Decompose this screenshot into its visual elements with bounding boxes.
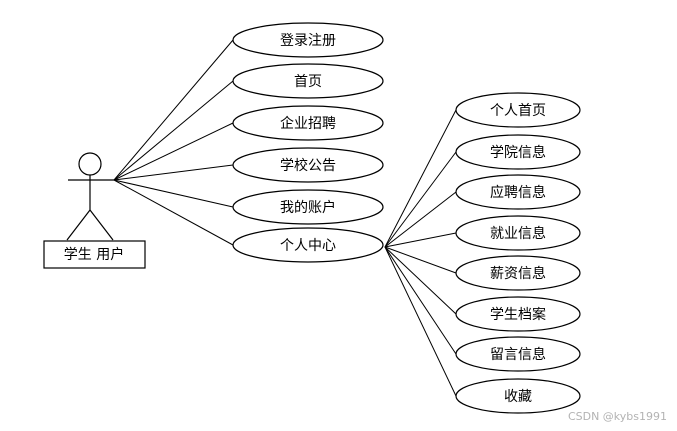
left-use-case-5-ellipse xyxy=(232,189,384,225)
left-use-case-6-label: 个人中心 xyxy=(280,238,336,254)
actor-association-line xyxy=(113,80,234,181)
right-use-case-6: 学生档案 xyxy=(455,296,581,332)
right-use-case-4-label: 就业信息 xyxy=(490,225,546,242)
actor-association-line xyxy=(113,179,234,246)
left-use-case-6-ellipse xyxy=(232,227,384,263)
hub-association-line xyxy=(384,109,457,248)
left-use-case-3-label: 企业招聘 xyxy=(280,115,336,132)
right-use-case-7-label: 留言信息 xyxy=(490,346,546,363)
hub-associations xyxy=(384,109,457,397)
actor-association-line xyxy=(113,179,234,208)
left-use-case-4: 学校公告 xyxy=(232,147,384,183)
right-use-case-5-ellipse xyxy=(455,255,581,291)
left-use-case-2: 首页 xyxy=(232,63,384,99)
right-use-case-1-label: 个人首页 xyxy=(490,103,546,119)
watermark: CSDN @kybs1991 xyxy=(567,410,667,423)
hub-association-line xyxy=(384,232,457,248)
right-use-case-3: 应聘信息 xyxy=(455,174,581,210)
left-use-case-4-label: 学校公告 xyxy=(280,157,336,174)
actor-label: 学生 用户 xyxy=(64,246,124,263)
left-use-case-2-ellipse xyxy=(232,63,384,99)
left-use-case-5: 我的账户 xyxy=(232,189,384,225)
hub-association-line xyxy=(384,246,457,397)
actor-associations xyxy=(113,39,234,246)
left-use-case-3-ellipse xyxy=(232,105,384,141)
left-use-case-4-ellipse xyxy=(232,147,384,183)
actor-association-line xyxy=(113,39,234,181)
actor: 学生 用户 xyxy=(43,152,146,269)
hub-association-line xyxy=(384,151,457,248)
right-use-case-6-ellipse xyxy=(455,296,581,332)
left-use-case-6: 个人中心 xyxy=(232,227,384,263)
right-use-case-3-ellipse xyxy=(455,174,581,210)
hub-association-line xyxy=(384,246,457,315)
right-use-case-1: 个人首页 xyxy=(455,92,581,128)
left-use-case-5-label: 我的账户 xyxy=(280,199,336,216)
left-use-case-2-label: 首页 xyxy=(294,74,322,90)
right-use-case-2: 学院信息 xyxy=(455,134,581,170)
right-use-case-7-ellipse xyxy=(455,336,581,372)
hub-association-line xyxy=(384,246,457,274)
right-use-case-8-ellipse xyxy=(455,378,581,414)
right-use-case-4-ellipse xyxy=(455,215,581,251)
right-use-case-8: 收藏 xyxy=(455,378,581,414)
right-use-case-2-label: 学院信息 xyxy=(490,144,546,161)
hub-association-line xyxy=(384,246,457,355)
right-use-case-3-label: 应聘信息 xyxy=(490,184,546,201)
actor-left-leg xyxy=(66,209,91,241)
right-use-case-8-label: 收藏 xyxy=(504,389,532,405)
right-use-case-7: 留言信息 xyxy=(455,336,581,372)
right-use-case-1-ellipse xyxy=(455,92,581,128)
actor-association-line xyxy=(113,122,234,181)
right-use-case-5: 薪资信息 xyxy=(455,255,581,291)
right-use-case-4: 就业信息 xyxy=(455,215,581,251)
left-use-case-3: 企业招聘 xyxy=(232,105,384,141)
actor-head xyxy=(78,152,102,176)
left-use-case-1-ellipse xyxy=(232,22,384,58)
actor-right-leg xyxy=(89,209,114,241)
actor-association-line xyxy=(113,164,234,181)
left-use-case-1-label: 登录注册 xyxy=(280,33,336,49)
left-use-case-1: 登录注册 xyxy=(232,22,384,58)
right-use-case-5-label: 薪资信息 xyxy=(490,265,546,282)
right-use-case-2-ellipse xyxy=(455,134,581,170)
actor-label-box xyxy=(43,240,146,269)
hub-association-line xyxy=(384,191,457,248)
right-use-case-6-label: 学生档案 xyxy=(490,306,546,323)
